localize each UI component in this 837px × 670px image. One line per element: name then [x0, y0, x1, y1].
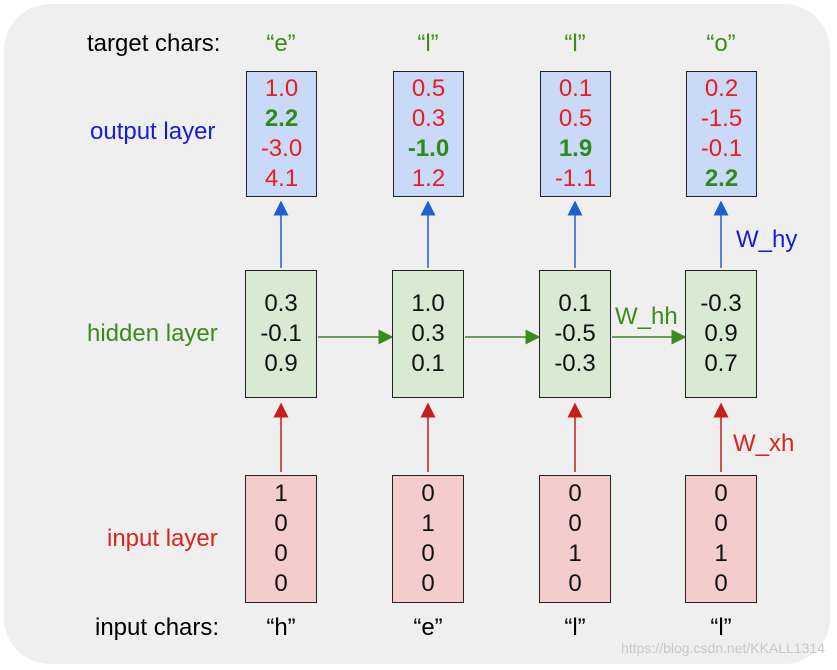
hidden-value: 0.1 [558, 290, 592, 317]
output-layer-label: output layer [90, 118, 216, 145]
hidden-value: -0.3 [700, 290, 742, 317]
input-value: 1 [568, 540, 582, 567]
input-value: 0 [274, 540, 288, 567]
input-value: 0 [714, 510, 728, 537]
hidden-value: 0.3 [411, 320, 445, 347]
input-value: 0 [274, 510, 288, 537]
hidden-value: 0.9 [704, 320, 738, 347]
output-value: 0.5 [558, 105, 593, 132]
output-value: 0.5 [411, 75, 446, 102]
output-value: -1.5 [700, 105, 743, 132]
input-value: 0 [421, 480, 435, 507]
hidden-value: 0.9 [264, 350, 298, 377]
input-value: 0 [568, 570, 582, 597]
hidden-box-3: 0.1 -0.5 -0.3 [539, 270, 611, 398]
input-box-1: 1 0 0 0 [245, 475, 317, 603]
output-box-1: 1.0 2.2 -3.0 4.1 [246, 71, 317, 197]
output-box-3: 0.1 0.5 1.9 -1.1 [540, 71, 611, 197]
hidden-box-2: 1.0 0.3 0.1 [392, 270, 464, 398]
output-value-correct: -1.0 [407, 135, 450, 162]
output-value: 1.2 [411, 165, 446, 192]
hidden-value: -0.3 [554, 350, 596, 377]
input-box-2: 0 1 0 0 [392, 475, 464, 603]
input-value: 1 [421, 510, 435, 537]
output-value-correct: 2.2 [704, 165, 739, 192]
weight-label-w-xh: W_xh [733, 430, 795, 457]
output-value: 0.3 [411, 105, 446, 132]
hidden-box-4: -0.3 0.9 0.7 [685, 270, 757, 398]
output-value: 4.1 [264, 165, 299, 192]
hidden-value: 0.1 [411, 350, 445, 377]
input-value: 1 [714, 540, 728, 567]
input-value: 0 [714, 480, 728, 507]
hidden-value: 0.7 [704, 350, 738, 377]
input-value: 0 [421, 570, 435, 597]
hidden-value: 1.0 [411, 290, 445, 317]
hidden-value: 0.3 [264, 290, 298, 317]
watermark: https://blog.csdn.net/KKALL1314 [621, 640, 825, 656]
output-value: 0.1 [558, 75, 593, 102]
input-layer-label: input layer [107, 525, 218, 552]
hidden-box-1: 0.3 -0.1 0.9 [245, 270, 317, 398]
input-char-2: “e” [413, 614, 443, 641]
input-char-4: “l” [710, 614, 732, 641]
output-value: 1.0 [264, 75, 299, 102]
hidden-layer-label: hidden layer [87, 320, 218, 347]
output-value: -1.1 [554, 165, 597, 192]
input-char-3: “l” [564, 614, 586, 641]
input-value: 0 [274, 570, 288, 597]
input-box-4: 0 0 1 0 [685, 475, 757, 603]
input-value: 0 [568, 510, 582, 537]
input-box-3: 0 0 1 0 [539, 475, 611, 603]
weight-label-w-hy: W_hy [736, 226, 798, 253]
input-value: 1 [274, 480, 288, 507]
output-value: 0.2 [704, 75, 739, 102]
target-char-3: “l” [564, 30, 586, 57]
output-value-correct: 2.2 [264, 105, 299, 132]
input-chars-label: input chars: [95, 614, 220, 641]
hidden-value: -0.1 [260, 320, 302, 347]
hidden-value: -0.5 [554, 320, 596, 347]
target-chars-label: target chars: [87, 30, 221, 57]
output-value: -3.0 [260, 135, 303, 162]
input-value: 0 [421, 540, 435, 567]
weight-label-w-hh: W_hh [615, 303, 678, 330]
output-value: -0.1 [700, 135, 743, 162]
output-value-correct: 1.9 [558, 135, 593, 162]
target-char-2: “l” [417, 30, 439, 57]
input-value: 0 [714, 570, 728, 597]
input-char-1: “h” [266, 614, 296, 641]
target-char-1: “e” [266, 30, 296, 57]
output-box-4: 0.2 -1.5 -0.1 2.2 [686, 71, 757, 197]
input-value: 0 [568, 480, 582, 507]
target-char-4: “o” [706, 30, 736, 57]
output-box-2: 0.5 0.3 -1.0 1.2 [393, 71, 464, 197]
